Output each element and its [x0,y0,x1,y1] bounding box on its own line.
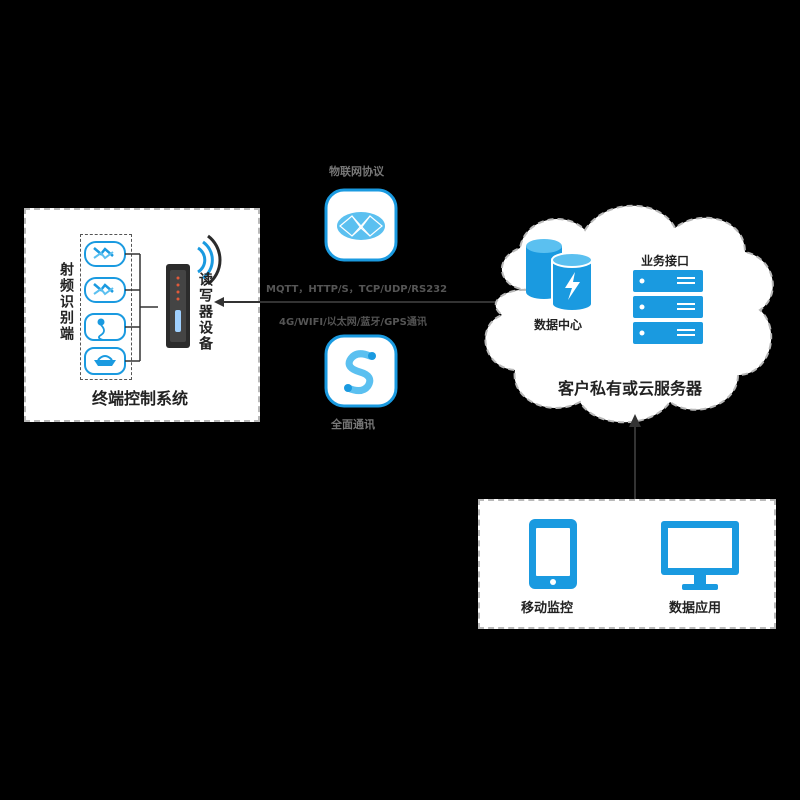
data-application-label: 数据应用 [669,601,722,616]
cloud-server-title: 客户私有或云服务器 [558,379,703,398]
server-rack-icon [633,270,703,344]
reader-device-icon [166,234,222,348]
reader-device-label: 读写器设备 [197,272,213,352]
full-communication-icon [324,334,398,408]
rfid-tag-icon-1 [84,241,126,267]
rfid-tag-group [80,234,132,380]
iot-network-icon [324,188,398,262]
protocol-line-1: MQTT，HTTP/S，TCP/UDP/RS232 [266,284,448,295]
terminal-panel [24,208,260,422]
rfid-terminal-label: 射频识别端 [58,262,74,342]
mobile-phone-icon [529,519,577,589]
rfid-tag-icon-3 [84,313,126,341]
terminal-system-title: 终端控制系统 [92,389,189,408]
desktop-monitor-icon [661,521,739,590]
tag-connector-lines [125,253,158,362]
iot-protocol-label: 物联网协议 [329,165,384,178]
mobile-monitor-label: 移动监控 [521,601,574,616]
full-communication-label: 全面通讯 [331,418,375,431]
rfid-tag-icon-4 [84,347,126,375]
rfid-tag-icon-2 [84,277,126,303]
data-center-label: 数据中心 [534,318,583,332]
cloud-shape [484,204,774,424]
business-api-label: 业务接口 [641,254,690,268]
bidirectional-arrow [214,297,514,307]
rfid-tags-svg [84,241,158,375]
protocol-line-2: 4G/WIFI/以太网/蓝牙/GPS通讯 [279,317,427,328]
data-center-icon [526,239,593,312]
